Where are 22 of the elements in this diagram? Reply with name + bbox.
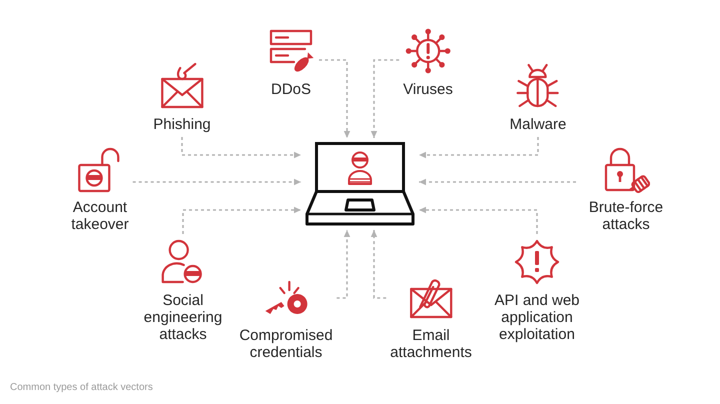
node-label: Email attachments — [390, 327, 472, 361]
node-label: Viruses — [403, 81, 453, 98]
caption: Common types of attack vectors — [10, 381, 153, 395]
node-label: Compromised credentials — [239, 327, 333, 361]
node-label: Account takeover — [71, 199, 129, 233]
dotted-arrow — [419, 178, 576, 186]
dotted-arrow — [336, 230, 350, 299]
dotted-arrow — [132, 178, 301, 186]
dotted-arrow — [370, 59, 400, 138]
dotted-arrow — [181, 137, 301, 158]
node-label: Brute-force attacks — [588, 199, 664, 233]
dotted-arrow — [419, 137, 539, 158]
node-label: Phishing — [153, 116, 211, 133]
node-label: Malware — [510, 116, 566, 133]
node-label: DDoS — [270, 81, 311, 98]
laptop-hacker-icon — [305, 142, 415, 226]
node-label: Social engineering attacks — [144, 292, 222, 343]
dotted-arrow — [370, 230, 386, 299]
node-label: API and web application exploitation — [493, 292, 581, 343]
dotted-arrow — [319, 59, 350, 138]
dotted-arrow — [419, 206, 538, 234]
dotted-arrow — [182, 206, 301, 234]
